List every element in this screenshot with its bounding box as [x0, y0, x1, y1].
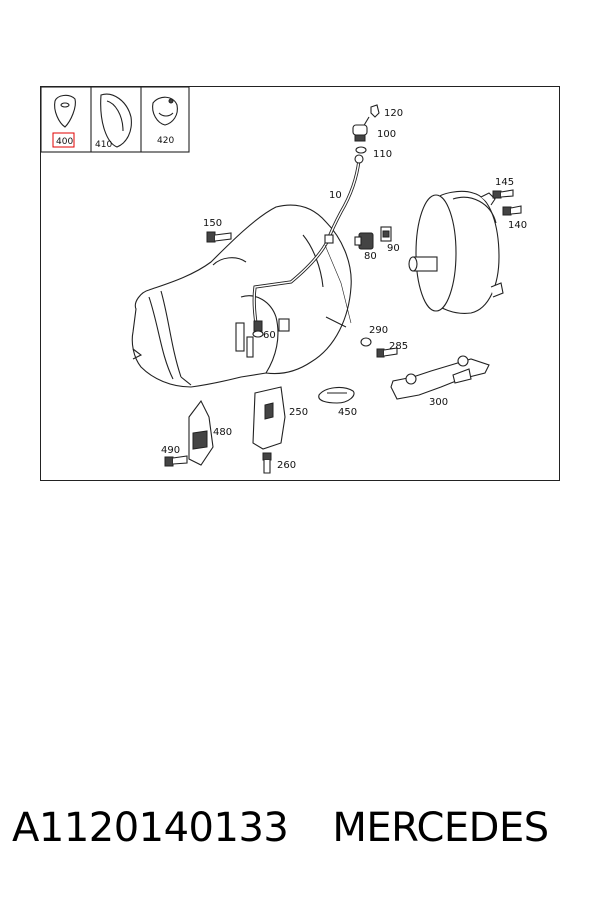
crossmember-300: 300: [390, 355, 490, 408]
label-250: 250: [289, 407, 308, 418]
thumbnail-400[interactable]: 400: [52, 94, 76, 148]
cover-plate-hole: [60, 102, 70, 108]
part-number: A1120140133: [12, 805, 289, 851]
sensor-parts-80-90: 80 90: [354, 226, 400, 262]
valve-body-slot: [246, 336, 254, 358]
case-pointer-line: [325, 316, 347, 328]
valve-body-slot: [235, 322, 245, 352]
valve-body-block: [278, 318, 290, 332]
tube-fitting: [253, 320, 263, 332]
bracket-480: 480: [188, 399, 232, 466]
round-cover-icon: [152, 96, 178, 126]
label-100: 100: [377, 129, 396, 140]
parts-diagram-frame: 400 410 420: [40, 86, 560, 481]
case-rib: [160, 290, 182, 378]
bolt-490-shaft: [172, 455, 188, 465]
bracket-plate: [192, 430, 208, 450]
thumbnail-strip: 400 410 420: [41, 87, 190, 153]
bolt-490-head: [164, 456, 174, 467]
bolt-head: [206, 231, 216, 243]
tube-clamp: [324, 234, 334, 244]
label-490: 490: [161, 445, 180, 456]
label-150: 150: [203, 218, 222, 229]
fitting-60: 60: [252, 330, 276, 341]
bolt-260-shaft: [263, 460, 271, 474]
round-cover-detail: [158, 112, 174, 117]
bolt-285-shaft: [383, 347, 398, 357]
product-caption: A1120140133 MERCEDES: [12, 805, 592, 851]
gearbox-case-outline: [131, 204, 352, 388]
round-cover-bolt: [168, 98, 174, 104]
bolt-140-head: [502, 206, 512, 216]
dipstick-cap-120: [370, 104, 380, 118]
plug-90-detail: [382, 230, 390, 238]
case-contour: [212, 257, 247, 266]
selected-thumbnail-box: [52, 132, 75, 148]
converter-tab: [490, 282, 504, 298]
bolt-260-head: [262, 452, 272, 461]
shield-mount: [264, 402, 274, 420]
converter-stud: [480, 192, 496, 206]
shield-250: 250: [252, 386, 308, 450]
case-mount-detail: [132, 348, 143, 360]
torque-converter: 145 140: [408, 177, 527, 314]
dipstick-tube-assembly: 120 100 110 10: [252, 104, 403, 332]
bolt-260: 260: [262, 452, 296, 474]
leader-line: [324, 244, 352, 324]
label-285: 285: [389, 341, 408, 352]
label-145: 145: [495, 177, 514, 188]
mount-hole: [405, 373, 417, 385]
converter-face: [415, 194, 457, 312]
label-290: 290: [369, 325, 388, 336]
bolt-140-shaft: [510, 205, 522, 215]
bolt-285-head: [376, 348, 385, 358]
sensor-tip: [354, 236, 362, 246]
label-110: 110: [373, 149, 392, 160]
bolt-shaft: [214, 232, 232, 242]
oil-pan-450: [318, 386, 355, 404]
mount-hole: [457, 355, 469, 367]
dipstick-tube-end: [354, 154, 364, 164]
seal-ring: [252, 330, 264, 338]
bolt-490: 490: [161, 445, 188, 467]
thumbnail-420[interactable]: 420: [152, 96, 178, 146]
shield-cover-ridge: [106, 100, 124, 132]
o-ring-110: [355, 146, 367, 154]
case-rib: [148, 296, 174, 380]
thumbnail-label-410: 410: [95, 140, 112, 150]
case-bottom-edge: [180, 376, 192, 386]
leader-lines: [324, 244, 352, 324]
label-480: 480: [213, 427, 232, 438]
bolt-145-shaft: [500, 189, 514, 198]
dipstick-seal-base: [354, 134, 366, 142]
label-450: 450: [338, 407, 357, 418]
label-10: 10: [329, 190, 342, 201]
label-90: 90: [387, 243, 400, 254]
washer-290: [360, 337, 372, 347]
converter-hub-end: [408, 256, 418, 272]
bolts-290-285: 290 285: [360, 325, 408, 358]
label-120: 120: [384, 108, 403, 119]
cover-plate-icon: [54, 94, 76, 128]
label-140: 140: [508, 220, 527, 231]
dipstick-seal-100: [352, 124, 368, 136]
label-60: 60: [263, 330, 276, 341]
label-300: 300: [429, 397, 448, 408]
thumbnail-label-420: 420: [157, 136, 174, 146]
bolt-145-head: [492, 190, 502, 199]
label-260: 260: [277, 460, 296, 471]
thumbnail-label-400: 400: [56, 137, 73, 147]
rubber-mount: [452, 368, 472, 384]
pan-450: 450: [318, 386, 357, 418]
bolt-150: 150: [203, 218, 232, 243]
brand-name: MERCEDES: [332, 805, 549, 851]
shield-cover-icon: [100, 93, 132, 148]
converter-rim: [452, 196, 497, 224]
transmission-housing: [131, 204, 352, 388]
exploded-parts-diagram: 400 410 420: [41, 87, 527, 474]
thumbnail-410[interactable]: 410: [95, 93, 132, 150]
label-80: 80: [364, 251, 377, 262]
